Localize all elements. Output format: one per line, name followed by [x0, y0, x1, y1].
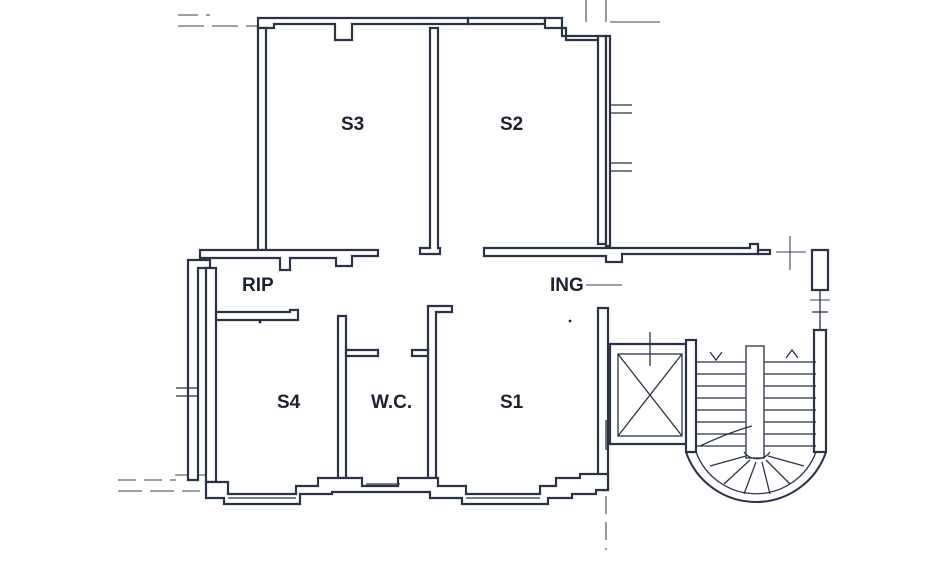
walls [176, 16, 830, 506]
room-labels: S3 S2 RIP ING S4 W.C. S1 [242, 114, 584, 413]
extension-lines [118, 0, 830, 550]
wall-s2-bottom [482, 242, 760, 264]
wall-s3-left [256, 26, 268, 252]
room-label-s4: S4 [277, 392, 301, 413]
wall-left-inner [204, 266, 218, 484]
wall-s3-bottom [198, 248, 380, 272]
room-label-wc: W.C. [371, 392, 412, 413]
wall-top-right-notch [543, 16, 600, 42]
wall-s2-right-outer [604, 34, 612, 248]
room-label-s2: S2 [500, 114, 523, 135]
room-label-s1: S1 [500, 392, 524, 413]
wall-top-right [466, 16, 547, 26]
wall-left-upper [186, 258, 212, 482]
wall-s2-right [596, 34, 608, 246]
wall-stairs-left [684, 338, 698, 454]
staircase [685, 345, 827, 503]
wall-stairs-top [810, 248, 830, 292]
wall-s1-right [596, 306, 610, 492]
wall-s4-wc [336, 314, 348, 480]
wall-balcony [756, 248, 772, 256]
room-label-rip: RIP [242, 275, 274, 296]
wall-wc-stub-2 [410, 348, 430, 358]
wall-wc-stub [344, 348, 380, 358]
marker-dots [258, 319, 572, 324]
wall-bottom [204, 472, 610, 506]
wall-rip-bottom [214, 308, 300, 322]
wall-wc-s1 [426, 304, 454, 480]
room-label-s3: S3 [341, 114, 364, 135]
room-label-ing: ING [550, 275, 584, 296]
wall-s3-s2 [418, 26, 442, 256]
